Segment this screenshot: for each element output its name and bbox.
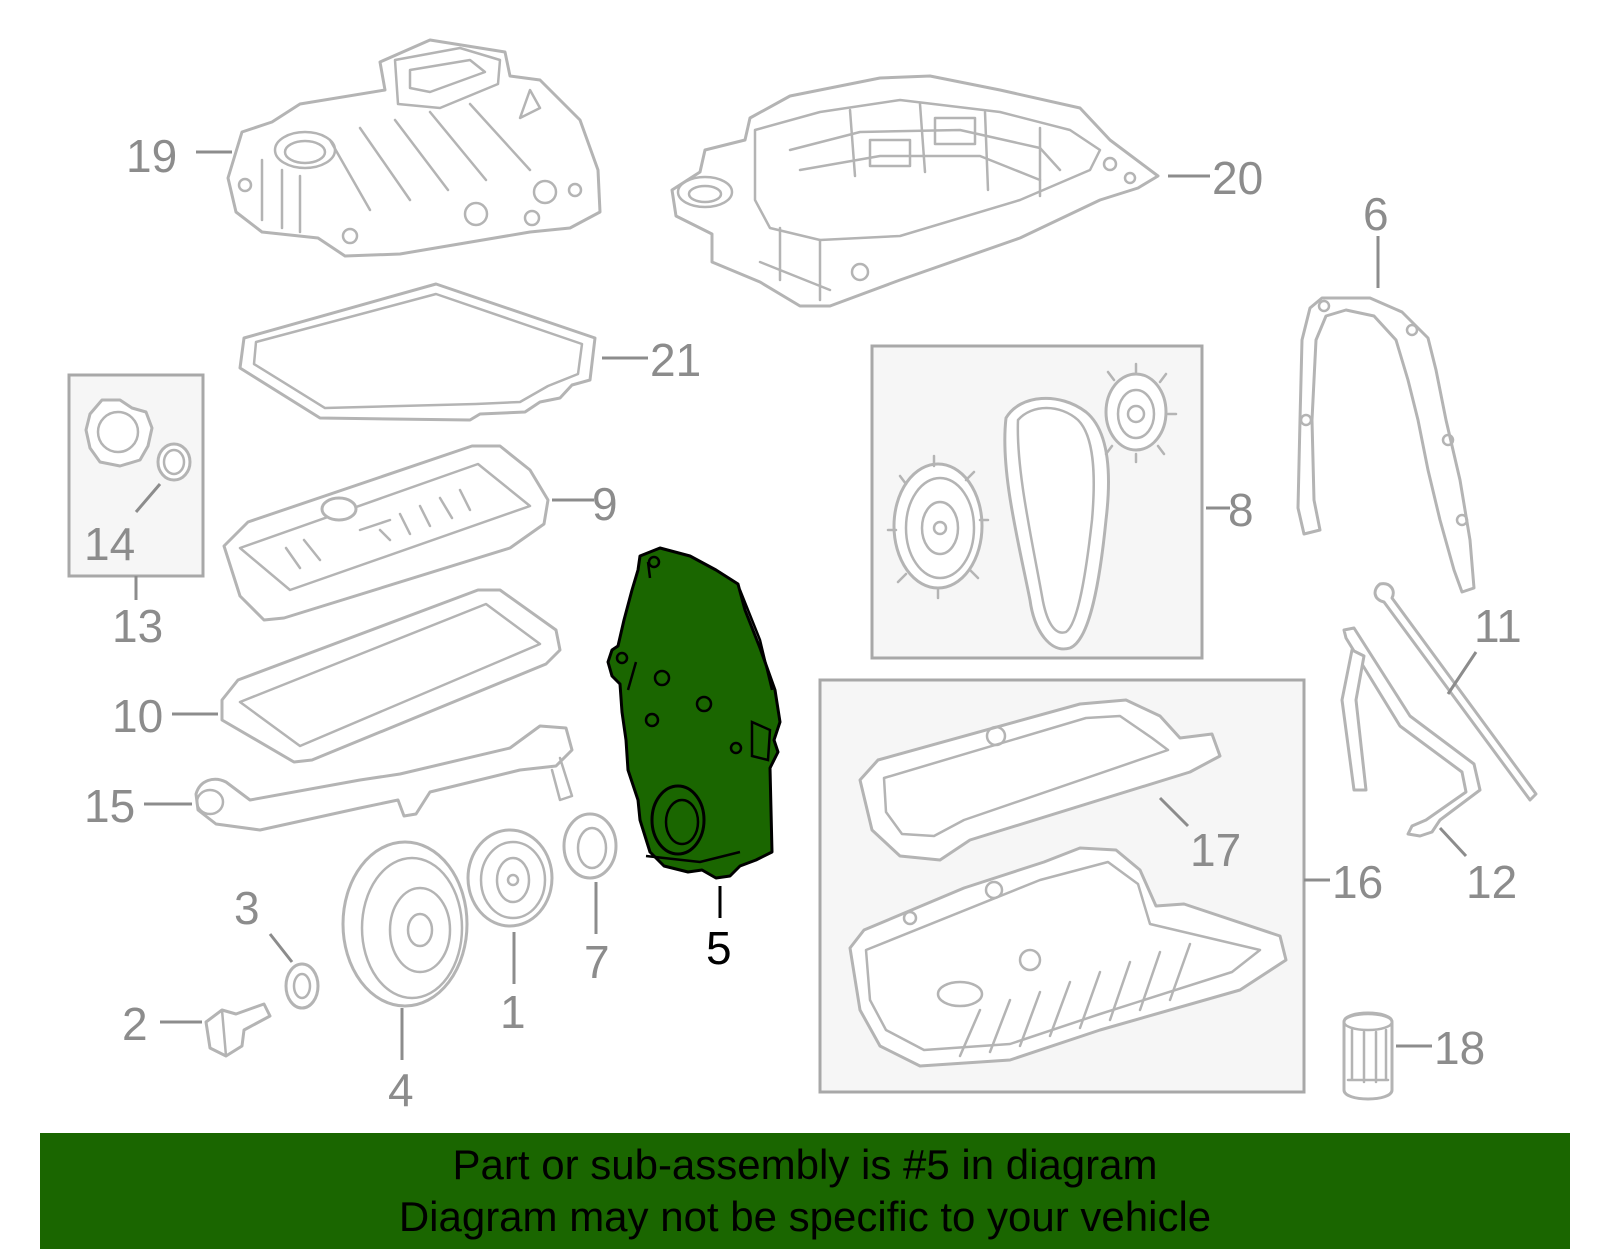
part-6-cover-gasket[interactable] [1296,296,1476,594]
callout-19: 19 [126,130,177,182]
callout-15: 15 [84,780,135,832]
part-15-vent-tube[interactable] [194,724,574,832]
part-18-oil-filter[interactable] [1342,1011,1394,1101]
part-11-dipstick[interactable] [1373,582,1538,802]
part-1-damper[interactable] [466,828,554,928]
part-14-cap-seal[interactable] [156,442,192,482]
leader-11 [1446,651,1478,695]
banner-line-1: Part or sub-assembly is #5 in diagram [452,1141,1158,1188]
callout-13: 13 [112,600,163,652]
callout-14: 14 [84,518,135,570]
leader-3 [268,933,294,963]
part-17-oil-pan-gasket[interactable] [858,698,1222,862]
callout-2: 2 [122,998,148,1050]
part-13-oil-filler-cap[interactable] [84,398,154,468]
callout-1: 1 [500,986,526,1038]
leader-12 [1438,826,1468,858]
part-2-bolt[interactable] [204,1002,272,1058]
part-16-oil-pan[interactable] [848,846,1288,1068]
callout-21: 21 [650,334,701,386]
callout-11: 11 [1474,600,1522,652]
callout-20: 20 [1212,152,1263,204]
callout-3: 3 [234,882,260,934]
part-3-washer[interactable] [284,962,320,1010]
callout-16: 16 [1332,856,1383,908]
leader-lines [134,150,1478,1060]
callout-5: 5 [706,922,732,974]
part-5-timing-cover[interactable] [606,546,782,880]
info-banner: Part or sub-assembly is #5 in diagram Di… [40,1133,1570,1249]
callout-7: 7 [584,936,610,988]
part-21-intake-gasket[interactable] [238,282,597,422]
leader-17 [1158,796,1190,828]
part-7-front-seal[interactable] [562,812,618,880]
callout-6: 6 [1363,188,1389,240]
part-19-upper-intake[interactable] [226,38,602,258]
callout-labels: 19 20 6 21 9 8 14 13 11 10 15 17 12 16 3… [84,130,1522,1116]
part-9-valve-cover[interactable] [222,444,550,622]
part-10-valve-cover-gasket[interactable] [220,588,562,764]
banner-line-2: Diagram may not be specific to your vehi… [398,1193,1212,1240]
callout-9: 9 [592,478,618,530]
part-8-timing-set[interactable] [886,362,1178,651]
callout-4: 4 [388,1064,414,1116]
callout-10: 10 [112,690,163,742]
part-12-dipstick-tube[interactable] [1340,626,1482,838]
part-4-crank-pulley[interactable] [341,840,469,1008]
part-20-lower-intake[interactable] [670,74,1160,308]
leader-14 [134,483,162,513]
callout-8: 8 [1228,484,1254,536]
timing-cover-body[interactable] [606,546,782,880]
callout-12: 12 [1466,856,1517,908]
callout-17: 17 [1190,824,1241,876]
callout-18: 18 [1434,1022,1485,1074]
